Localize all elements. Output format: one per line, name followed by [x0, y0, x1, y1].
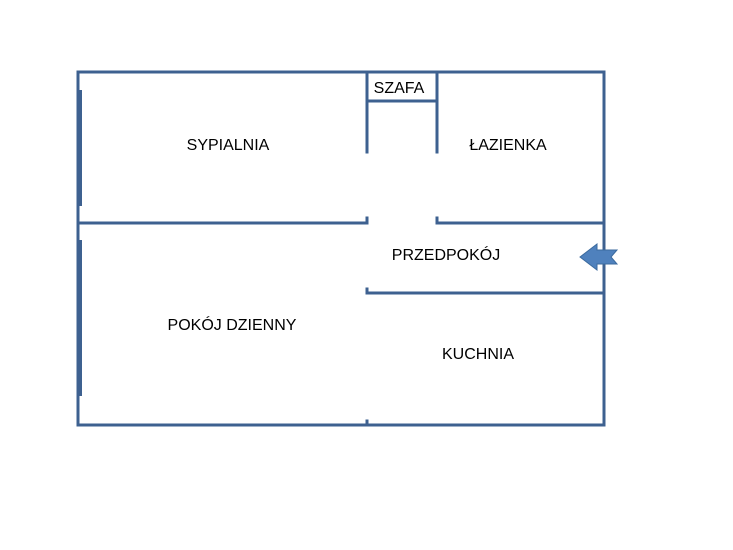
window-pokoj-dzienny	[77, 240, 82, 396]
arrow-left-icon	[579, 242, 619, 272]
room-label-lazienka: ŁAZIENKA	[469, 137, 547, 154]
room-label-przedpokoj: PRZEDPOKÓJ	[392, 245, 500, 264]
room-label-kuchnia: KUCHNIA	[442, 346, 514, 363]
room-label-pokoj-dzienny: POKÓJ DZIENNY	[168, 315, 297, 334]
room-label-sypialnia: SYPIALNIA	[187, 137, 270, 154]
room-label-szafa: SZAFA	[374, 80, 425, 97]
window-sypialnia	[77, 90, 82, 206]
interior-walls	[76, 70, 606, 427]
outer-walls	[76, 70, 606, 427]
